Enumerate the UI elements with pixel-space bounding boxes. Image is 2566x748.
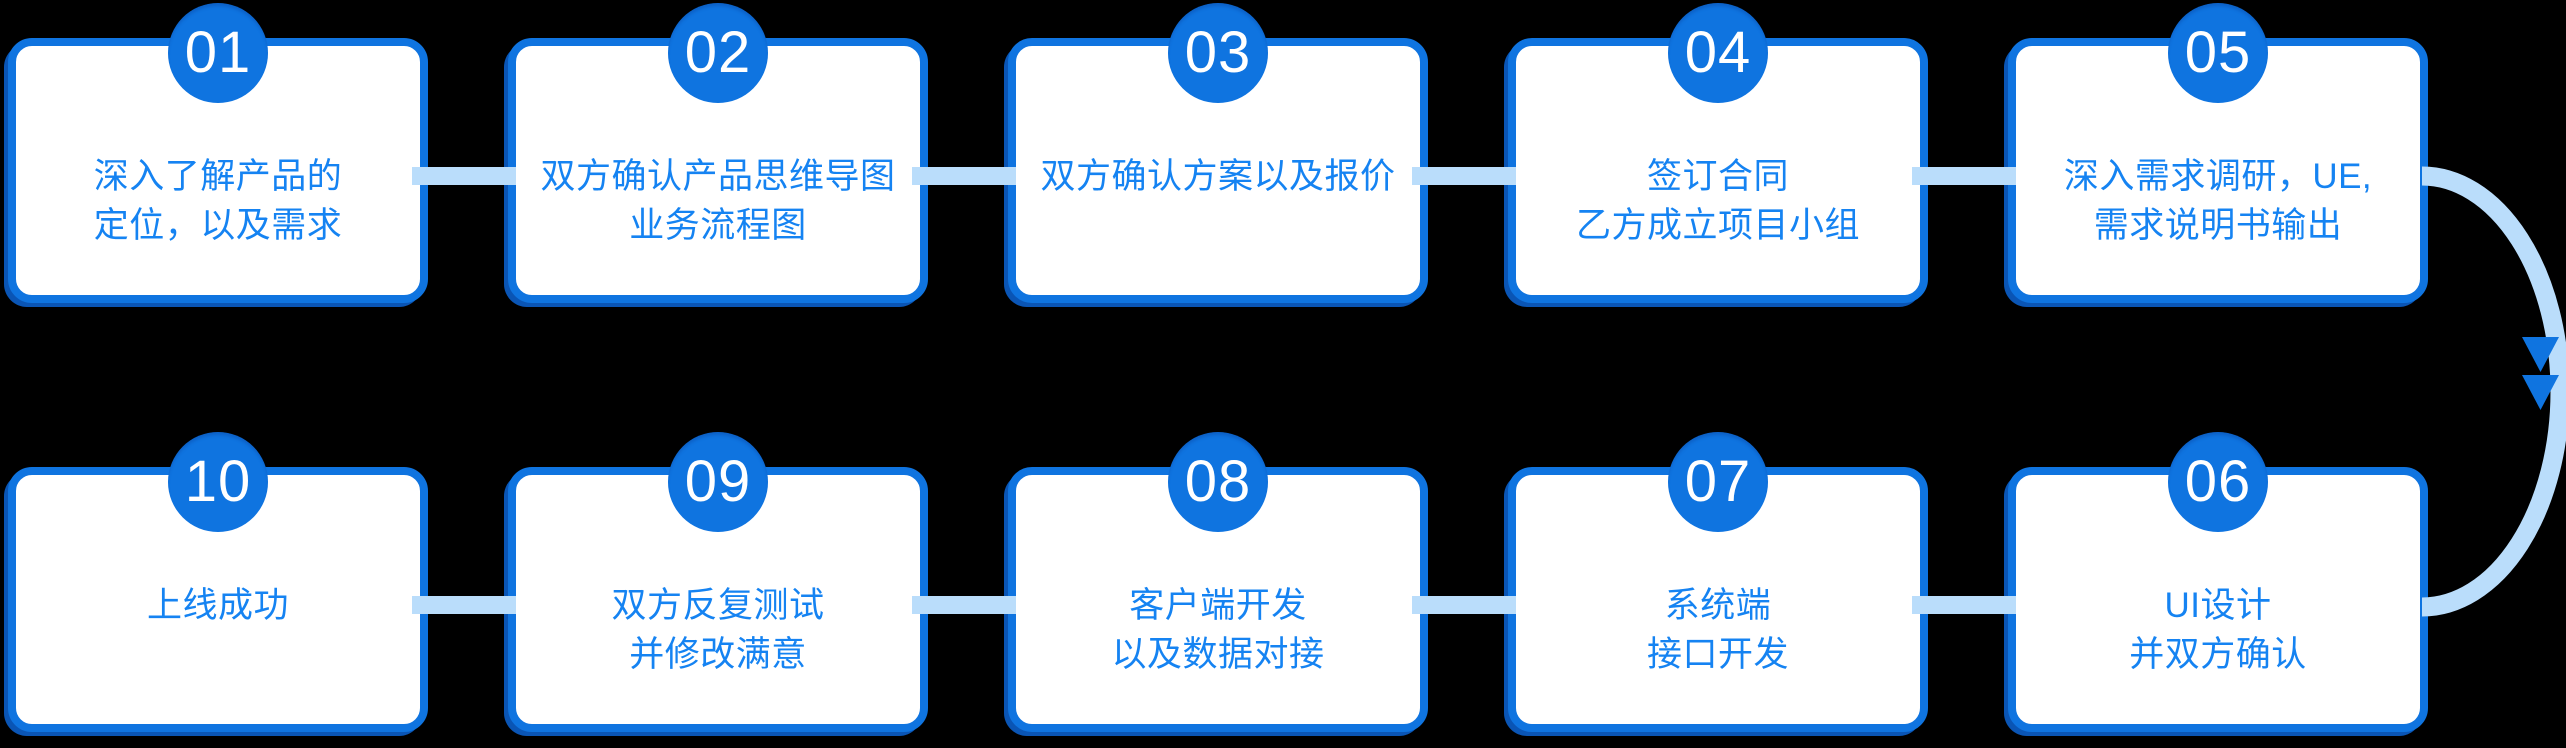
step-description: 深入了解产品的定位，以及需求 (20, 152, 416, 250)
step-description: 双方反复测试并修改满意 (520, 581, 916, 679)
process-step: 03 双方确认方案以及报价 (1008, 3, 1516, 303)
step-description: 客户端开发以及数据对接 (1020, 581, 1416, 679)
step-text-line: 双方反复测试 (611, 586, 825, 625)
arrow-down-icon (2522, 375, 2559, 410)
step-description: 上线成功 (20, 581, 416, 630)
connector-bar (1412, 596, 1516, 614)
step-number: 06 (2184, 449, 2252, 514)
step-number-badge: 04 (1668, 3, 1768, 103)
step-number-badge: 09 (668, 432, 768, 532)
process-step: 07 系统端接口开发 (1508, 432, 2016, 732)
step-number-badge: 06 (2168, 432, 2268, 532)
step-number: 08 (1184, 449, 1252, 514)
process-step: 02 双方确认产品思维导图业务流程图 (508, 3, 1016, 303)
connector-bar (1412, 167, 1516, 185)
step-text-line: 业务流程图 (629, 206, 807, 245)
step-description: UI设计并双方确认 (2020, 581, 2416, 679)
step-text-line: 并修改满意 (629, 635, 807, 674)
step-description: 双方确认产品思维导图业务流程图 (520, 152, 916, 250)
step-text-line: 并双方确认 (2129, 635, 2307, 674)
flow-row-bottom: 10 上线成功 09 双方反复测试并修改满意 08 客户端开发以及数据对接 07… (8, 432, 2428, 732)
step-number: 04 (1684, 20, 1752, 85)
step-number: 03 (1184, 20, 1252, 85)
step-text-line: 双方确认产品思维导图 (540, 157, 896, 196)
step-number: 07 (1684, 449, 1752, 514)
step-description: 系统端接口开发 (1520, 581, 1916, 679)
step-number-badge: 05 (2168, 3, 2268, 103)
process-step: 04 签订合同乙方成立项目小组 (1508, 3, 2016, 303)
connector-bar (412, 596, 516, 614)
step-description: 双方确认方案以及报价 (1020, 152, 1416, 201)
step-text-line: 深入了解产品的 (93, 157, 343, 196)
step-description: 签订合同乙方成立项目小组 (1520, 152, 1916, 250)
process-step: 10 上线成功 (8, 432, 516, 732)
process-step: 09 双方反复测试并修改满意 (508, 432, 1016, 732)
connector-bar (1912, 167, 2016, 185)
flow-row-top: 01 深入了解产品的定位，以及需求 02 双方确认产品思维导图业务流程图 03 … (8, 3, 2428, 303)
step-text-line: 双方确认方案以及报价 (1040, 157, 1396, 196)
connector-bar (912, 596, 1016, 614)
connector-bar (412, 167, 516, 185)
step-text-line: 乙方成立项目小组 (1575, 206, 1860, 245)
step-text-line: 需求说明书输出 (2093, 206, 2343, 245)
step-text-line: 以及数据对接 (1111, 635, 1325, 674)
step-number-badge: 07 (1668, 432, 1768, 532)
step-number: 01 (184, 20, 252, 85)
step-text-line: 接口开发 (1646, 635, 1789, 674)
step-number-badge: 08 (1168, 432, 1268, 532)
step-number: 09 (684, 449, 752, 514)
process-step: 05 深入需求调研，UE, 需求说明书输出 (2008, 3, 2428, 303)
step-number-badge: 02 (668, 3, 768, 103)
step-text-line: 定位，以及需求 (93, 206, 343, 245)
process-step: 08 客户端开发以及数据对接 (1008, 432, 1516, 732)
step-text-line: 上线成功 (146, 586, 289, 625)
step-text-line: 深入需求调研，UE, (2063, 157, 2373, 196)
process-step: 06 UI设计并双方确认 (2008, 432, 2428, 732)
step-number: 10 (184, 449, 252, 514)
step-number-badge: 10 (168, 432, 268, 532)
step-number-badge: 03 (1168, 3, 1268, 103)
step-number: 05 (2184, 20, 2252, 85)
step-text-line: 签订合同 (1646, 157, 1789, 196)
connector-bar (1912, 596, 2016, 614)
step-number: 02 (684, 20, 752, 85)
step-number-badge: 01 (168, 3, 268, 103)
arrow-down-icon (2522, 337, 2559, 372)
step-text-line: UI设计 (2164, 586, 2272, 625)
step-text-line: 客户端开发 (1129, 586, 1307, 625)
step-text-line: 系统端 (1664, 586, 1772, 625)
turn-arrow-curve (2421, 166, 2566, 617)
process-step: 01 深入了解产品的定位，以及需求 (8, 3, 516, 303)
step-description: 深入需求调研，UE, 需求说明书输出 (2020, 152, 2416, 250)
connector-bar (912, 167, 1016, 185)
